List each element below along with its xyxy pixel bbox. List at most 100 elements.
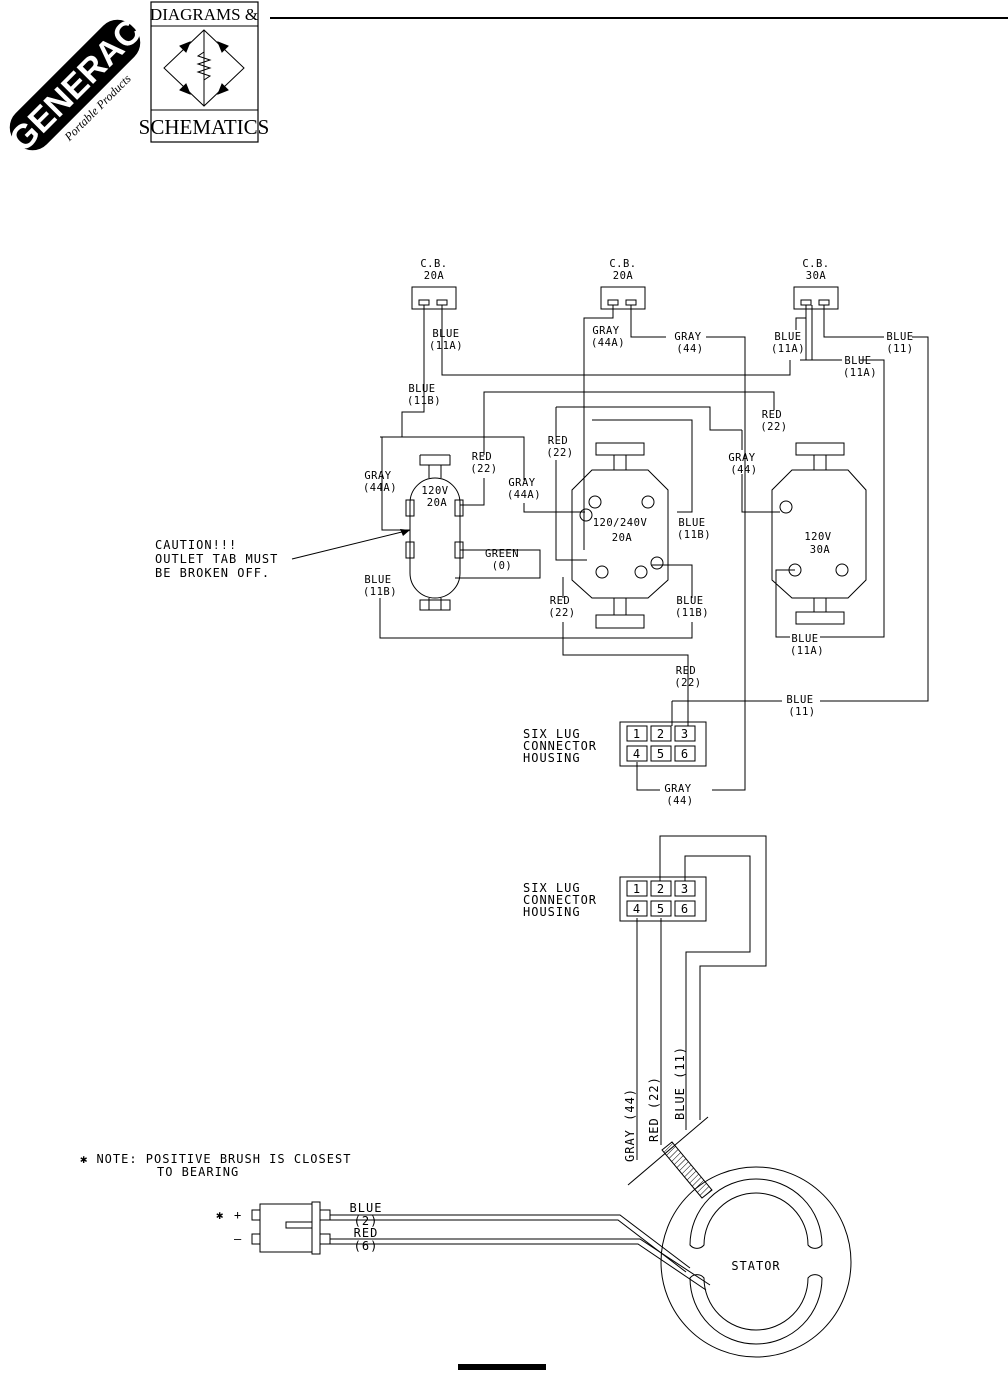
label-gray-44a-cb2: GRAY bbox=[592, 325, 619, 337]
outlet3-amps: 30A bbox=[810, 544, 831, 556]
outlet2-amps: 20A bbox=[612, 532, 633, 544]
conn-upper-label-3: HOUSING bbox=[523, 751, 581, 765]
conn-upper-pin-2: 2 bbox=[657, 727, 665, 741]
circuit-breaker-2: C.B. 20A bbox=[600, 258, 646, 310]
label-blue-11-cb3-num: (11) bbox=[886, 343, 913, 355]
label-blue-11a-cb3-num: (11A) bbox=[771, 343, 805, 355]
label-gray-44-cb2: GRAY bbox=[674, 331, 701, 343]
label-gray-44-conn: GRAY bbox=[664, 783, 691, 795]
label-red-6-num: (6) bbox=[354, 1239, 379, 1253]
panel-wires bbox=[379, 305, 929, 791]
label-gray-44a-left-num: (44A) bbox=[363, 482, 397, 494]
label-blue-11a-cb3: BLUE bbox=[774, 331, 801, 343]
label-red-22-o2-num: (22) bbox=[546, 447, 573, 459]
conn-lower-pin-2: 2 bbox=[657, 882, 665, 896]
brush-note-line-2: TO BEARING bbox=[157, 1165, 239, 1179]
label-red-22-o1: RED bbox=[472, 451, 492, 463]
upper-wire-labels: BLUE (11A) GRAY (44A) GRAY (44) BLUE (11… bbox=[363, 325, 913, 807]
caution-line-1: CAUTION!!! bbox=[155, 538, 237, 552]
label-blue-2-num: (2) bbox=[354, 1214, 379, 1228]
stator: STATOR bbox=[660, 1166, 852, 1358]
outlet1-voltage: 120V bbox=[421, 485, 448, 497]
bridge-rectifier-icon bbox=[163, 29, 245, 107]
cb1-type: C.B. bbox=[420, 258, 447, 270]
brush-star: ✱ bbox=[216, 1208, 224, 1222]
label-gray-44a-left: GRAY bbox=[364, 470, 391, 482]
label-red-6: RED bbox=[354, 1226, 379, 1240]
brush-note-line-1: ✱ NOTE: POSITIVE BRUSH IS CLOSEST bbox=[80, 1152, 351, 1166]
label-gray-44a-o2-num: (44A) bbox=[507, 489, 541, 501]
outlet1-amps: 20A bbox=[427, 497, 448, 509]
label-blue-11a-o3: BLUE bbox=[791, 633, 818, 645]
label-gray-44-mid-num: (44) bbox=[730, 464, 757, 476]
label-blue-11-conn-num: (11) bbox=[788, 706, 815, 718]
conn-upper-label-1: SIX LUG bbox=[523, 727, 581, 741]
label-gray-44a-o2: GRAY bbox=[508, 477, 535, 489]
brush-plus: + bbox=[234, 1208, 242, 1222]
label-red-22-o2: RED bbox=[548, 435, 568, 447]
conn-lower-pin-6: 6 bbox=[681, 902, 689, 916]
label-blue-11b-o2: BLUE bbox=[678, 517, 705, 529]
label-blue-11b-o1: BLUE bbox=[364, 574, 391, 586]
cb3-rating: 30A bbox=[806, 270, 827, 282]
label-red-22-o3-num: (22) bbox=[760, 421, 787, 433]
conn-lower-label-1: SIX LUG bbox=[523, 881, 581, 895]
stator-label: STATOR bbox=[731, 1259, 780, 1273]
label-red-22-conn: RED bbox=[676, 665, 696, 677]
label-red-22-o1-num: (22) bbox=[470, 463, 497, 475]
six-lug-connector-upper: SIX LUG CONNECTOR HOUSING 1 2 3 4 5 6 bbox=[523, 721, 707, 767]
conn-upper-pin-4: 4 bbox=[633, 747, 641, 761]
badge-bottom-text: SCHEMATICS bbox=[139, 115, 270, 139]
conn-lower-label-3: HOUSING bbox=[523, 905, 581, 919]
brush-minus: – bbox=[234, 1232, 242, 1246]
label-gray-44-mid: GRAY bbox=[728, 452, 755, 464]
label-gray-44-conn-num: (44) bbox=[666, 795, 693, 807]
label-red-22-conn-num: (22) bbox=[674, 677, 701, 689]
cb2-rating: 20A bbox=[613, 270, 634, 282]
label-blue-11b-o2-num: (11B) bbox=[677, 529, 711, 541]
label-blue-11a-o3-num: (11A) bbox=[790, 645, 824, 657]
brush-note: ✱ NOTE: POSITIVE BRUSH IS CLOSEST TO BEA… bbox=[80, 1152, 351, 1179]
label-red-22-o2b: RED bbox=[550, 595, 570, 607]
conn-upper-pin-5: 5 bbox=[657, 747, 665, 761]
label-blue-11b-top: BLUE bbox=[408, 383, 435, 395]
outlet2-voltage: 120/240V bbox=[593, 517, 648, 529]
brush-assembly: ✱ + – bbox=[216, 1201, 711, 1291]
label-blue-11b-o2b: BLUE bbox=[676, 595, 703, 607]
conn-lower-pin-5: 5 bbox=[657, 902, 665, 916]
circuit-breaker-1: C.B. 20A bbox=[411, 258, 457, 310]
label-red-22-o3: RED bbox=[762, 409, 782, 421]
label-blue-11b-o1-num: (11B) bbox=[363, 586, 397, 598]
label-green-0: GREEN bbox=[485, 548, 519, 560]
conn-lower-pin-4: 4 bbox=[633, 902, 641, 916]
diagrams-schematics-badge: DIAGRAMS & SCHEMATICS bbox=[139, 1, 270, 143]
generac-logo: GENERAC Portable Products bbox=[2, 12, 149, 159]
label-blue-11-cb3: BLUE bbox=[886, 331, 913, 343]
caution-note: CAUTION!!! OUTLET TAB MUST BE BROKEN OFF… bbox=[155, 529, 411, 580]
stator-harness bbox=[627, 835, 767, 1199]
label-blue-11a-cb3b-num: (11A) bbox=[843, 367, 877, 379]
brush-wire-labels: BLUE (2) RED (6) bbox=[350, 1201, 382, 1253]
label-red-22-o2b-num: (22) bbox=[548, 607, 575, 619]
label-red-22-stator: RED (22) bbox=[647, 1076, 661, 1142]
conn-lower-pin-3: 3 bbox=[681, 882, 689, 896]
label-blue-11-stator: BLUE (11) bbox=[673, 1046, 687, 1120]
conn-upper-pin-6: 6 bbox=[681, 747, 689, 761]
outlet3-voltage: 120V bbox=[804, 531, 831, 543]
six-lug-connector-lower: SIX LUG CONNECTOR HOUSING 1 2 3 4 5 6 bbox=[523, 876, 707, 922]
caution-line-2: OUTLET TAB MUST bbox=[155, 552, 278, 566]
conn-upper-pin-1: 1 bbox=[633, 727, 641, 741]
cb3-type: C.B. bbox=[802, 258, 829, 270]
conn-upper-label-2: CONNECTOR bbox=[523, 739, 597, 753]
conn-lower-pin-1: 1 bbox=[633, 882, 641, 896]
outlet-120v-30a: 120V 30A bbox=[771, 442, 867, 625]
label-green-0-num: (0) bbox=[492, 560, 512, 572]
outlet-120-240v-20a: 120/240V 20A bbox=[571, 442, 669, 629]
label-blue-11b-o2b-num: (11B) bbox=[675, 607, 709, 619]
conn-lower-label-2: CONNECTOR bbox=[523, 893, 597, 907]
label-blue-11a-cb1: BLUE bbox=[432, 328, 459, 340]
badge-top-text: DIAGRAMS & bbox=[150, 5, 258, 24]
label-gray-44-stator: GRAY (44) bbox=[623, 1088, 637, 1162]
conn-upper-pin-3: 3 bbox=[681, 727, 689, 741]
